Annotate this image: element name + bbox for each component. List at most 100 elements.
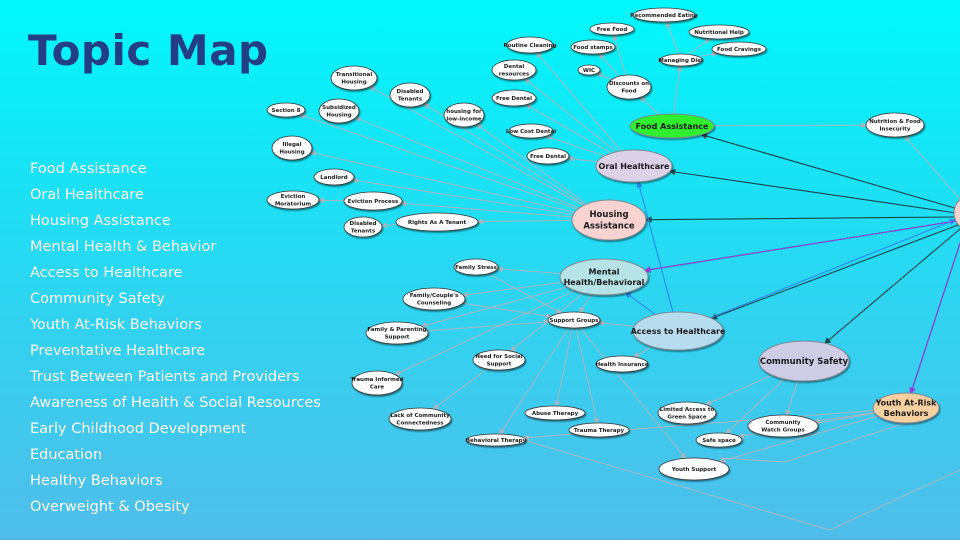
node-hub[interactable] [953,195,960,231]
node-shape [711,41,767,57]
node-label: Safe space [702,438,736,444]
node-label: Behavioral Therapy [466,438,527,444]
topic-item: Mental Health & Behavior [30,239,217,255]
edge-hub-to-housing [644,216,955,223]
node-label: Family & Parenting [367,327,426,333]
node-label: Eviction [281,194,306,200]
node-free-food[interactable]: Free Food [589,22,635,36]
node-label: Support [487,362,512,368]
node-recommended-eating[interactable]: Recommended Eating [630,7,698,23]
page-title: Topic Map [28,26,269,75]
edge-behavioral-therapy-route [522,439,960,531]
node-managing-diet[interactable]: Managing Diet [658,53,704,67]
node-shape [388,407,452,431]
node-shape [595,149,673,183]
edge-housing-to-landlord [351,177,574,215]
node-food[interactable]: Food Assistance [629,113,715,139]
node-label: housing for [446,109,482,115]
topic-item: Housing Assistance [30,213,171,229]
node-label: Youth Support [671,467,717,473]
node-free-dental-1[interactable]: Free Dental [491,89,537,107]
node-behavioral-therapy[interactable]: Behavioral Therapy [465,433,527,447]
edge-oral-to-free_dental_1 [525,104,612,154]
topic-item: Food Assistance [30,161,147,177]
node-label: Section 8 [272,108,301,114]
edge-rights_tenant-to-disabled_tenants_2 [380,222,398,229]
node-label: Support [385,335,410,341]
node-food-stamps[interactable]: Food stamps [570,39,616,55]
edge-housing-to-rights_tenant [476,218,573,225]
node-routine-cleaning[interactable]: Routine Cleaning [503,36,557,54]
node-shape [343,216,383,238]
node-landlord[interactable]: Landlord [313,168,355,186]
edge-youth-to-youth_support [718,415,879,464]
node-label: Family Stress [455,265,497,271]
node-eviction-process[interactable]: Eviction Process [343,191,403,211]
node-shape [632,311,724,351]
node-label: Green Space [667,415,706,421]
node-rights-tenant[interactable]: Rights As A Tenant [395,212,479,232]
node-family-stress[interactable]: Family Stress [453,258,499,276]
node-label: Transitional [336,72,373,78]
node-access[interactable]: Access to Healthcare [631,311,726,351]
node-shape [266,102,306,118]
node-food-cravings[interactable]: Food Cravings [711,41,767,57]
node-abuse-therapy[interactable]: Abuse Therapy [524,405,586,421]
topic-list: Food Assistance Oral Healthcare Housing … [30,158,321,522]
edge-youth-safe-space-route [719,422,907,463]
edge-mental-to-support_groups [578,294,593,313]
node-wic[interactable]: WIC [577,64,601,76]
node-label: Behaviors [884,409,929,418]
node-label: WIC [583,68,595,74]
node-community[interactable]: Community Safety [758,340,850,382]
node-section-8[interactable]: Section 8 [266,102,306,118]
node-shape [465,433,527,447]
node-label: Access to Healthcare [631,327,726,336]
topic-item: Awareness of Health & Social Resources [30,395,321,411]
node-health-insurance[interactable]: Health Insurance [596,355,649,373]
node-label: Counseling [417,301,451,307]
node-nutritional-help[interactable]: Nutritional Help [688,24,750,40]
node-oral[interactable]: Oral Healthcare [595,149,673,183]
node-label: Disabled [350,221,377,227]
topic-item: Oral Healthcare [30,187,144,203]
node-youth-support[interactable]: Youth Support [658,457,730,481]
edge-youth-to-watch_groups [813,412,875,424]
node-shape [657,401,717,425]
node-label: Limited Access to [660,407,715,413]
topic-item: Youth At-Risk Behaviors [30,317,202,333]
node-shape [632,7,696,23]
node-support-groups[interactable]: Support Groups [547,311,601,329]
edge-discounts_food-to-food_stamps [598,52,620,77]
node-trauma-therapy[interactable]: Trauma Therapy [568,422,630,438]
node-limited-green[interactable]: Limited Access to Green Space [657,401,717,425]
node-label: Housing [279,150,304,156]
node-shape [570,39,616,55]
node-free-dental-2[interactable]: Free Dental [526,147,570,165]
node-label: Tenants [398,97,423,103]
node-shape [547,311,601,329]
node-safe-space[interactable]: Safe space [695,432,743,448]
node-label: Low Cost Dental [506,129,556,135]
node-low-cost-dental[interactable]: Low Cost Dental [506,123,556,139]
